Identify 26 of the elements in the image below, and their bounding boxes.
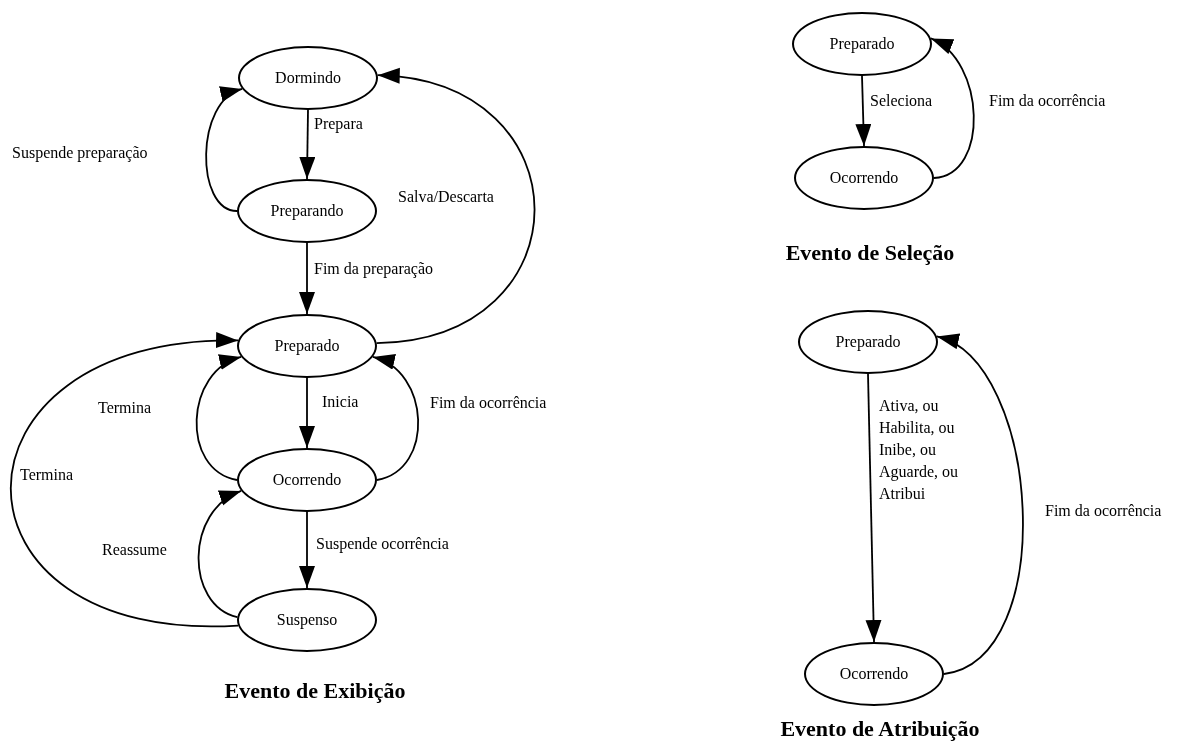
diagram-caption: Evento de Exibição [224, 676, 406, 705]
state-ellipse: Ocorrendo [237, 448, 377, 512]
transition-arrow [299, 242, 315, 315]
diagram-caption: Evento de Seleção [785, 238, 955, 267]
transition-arrow [865, 373, 882, 643]
state-ellipse: Preparado [792, 12, 932, 76]
transition-arrow [855, 75, 872, 147]
state-ellipse: Suspenso [237, 588, 377, 652]
state-ellipse: Preparado [798, 310, 938, 374]
transition-arrow [299, 511, 315, 589]
transition-arrow [299, 109, 316, 180]
state-ellipse: Preparado [237, 314, 377, 378]
transition-arrow [371, 356, 419, 481]
diagram-caption: Evento de Atribuição [780, 714, 980, 743]
transition-arrow [936, 335, 1024, 675]
state-ellipse: Ocorrendo [804, 642, 944, 706]
state-ellipse: Dormindo [238, 46, 378, 110]
state-ellipse: Preparando [237, 179, 377, 243]
transition-arrow [195, 356, 243, 481]
transition-arrow [930, 37, 975, 179]
transition-arrow [9, 334, 239, 627]
transition-arrow [375, 70, 536, 345]
transition-arrow [299, 377, 315, 449]
state-ellipse: Ocorrendo [794, 146, 934, 210]
transition-arrow [205, 88, 244, 212]
transition-arrow [197, 490, 243, 619]
